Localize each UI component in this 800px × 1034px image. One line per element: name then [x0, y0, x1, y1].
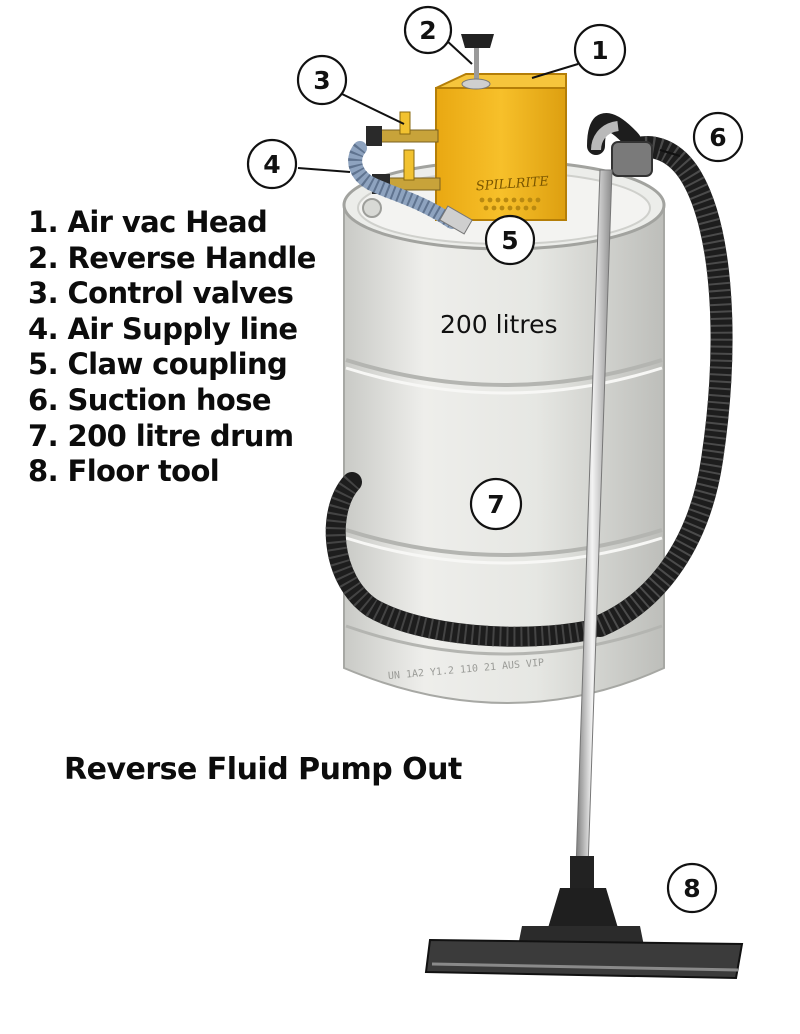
- callout-6: 6: [692, 111, 744, 163]
- svg-text:1: 1: [591, 36, 608, 65]
- svg-text:3: 3: [313, 66, 330, 95]
- brand-label: SPILLRITE: [475, 174, 550, 194]
- legend-item: 2. Reverse Handle: [28, 240, 316, 275]
- callout-1: 1: [573, 23, 627, 77]
- svg-text:5: 5: [501, 226, 518, 255]
- svg-text:7: 7: [487, 490, 504, 519]
- air-supply-line: [348, 141, 473, 235]
- svg-text:8: 8: [683, 874, 700, 903]
- drum-volume-label: 200 litres: [440, 310, 558, 339]
- diagram-caption: Reverse Fluid Pump Out: [64, 752, 462, 787]
- svg-text:2: 2: [419, 16, 436, 45]
- wand: [570, 121, 620, 896]
- legend-item: 6. Suction hose: [28, 382, 272, 417]
- legend-item: 4. Air Supply line: [28, 311, 298, 346]
- floor-tool: [424, 888, 744, 980]
- callout-3: 3: [296, 54, 348, 106]
- callout-2: 2: [403, 5, 453, 55]
- vent-holes: [479, 197, 541, 211]
- legend-item: 3. Control valves: [28, 276, 294, 311]
- legend-item: 1. Air vac Head: [28, 205, 268, 239]
- reverse-handle: [461, 34, 494, 90]
- legend-item: 5. Claw coupling: [28, 347, 288, 382]
- callout-8: 8: [666, 862, 718, 914]
- svg-text:4: 4: [263, 150, 280, 179]
- callout-5: 5: [484, 214, 536, 266]
- legend-item: 7. 200 litre drum: [28, 418, 294, 453]
- leader-lines: [297, 39, 681, 173]
- air-vac-head: SPILLRITE: [435, 73, 567, 221]
- callout-7: 7: [469, 477, 523, 531]
- svg-text:6: 6: [709, 123, 726, 152]
- legend-item: 8. Floor tool: [28, 454, 220, 489]
- parts-legend: 1. Air vac Head 2. Reverse Handle 3. Con…: [28, 205, 316, 490]
- callout-4: 4: [246, 138, 298, 190]
